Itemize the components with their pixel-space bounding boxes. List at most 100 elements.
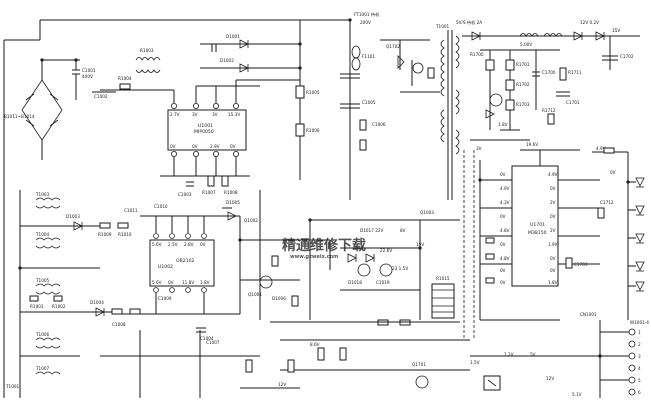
c1703-label: C1703	[574, 262, 588, 267]
led-indicators: 0V	[610, 152, 645, 320]
n1037: 8.6V	[310, 342, 320, 347]
resistor-r1712	[547, 113, 555, 125]
u1001-pin4-v: 15.3V	[228, 112, 240, 117]
transistor-q1701	[415, 375, 429, 389]
watermark-title: 精通维修下载	[282, 237, 366, 254]
bridge-label: B1011~B1014	[4, 114, 35, 119]
n1033: 22.6V	[380, 248, 392, 253]
transistor-q1701-reg	[489, 93, 503, 107]
left-transformer-stack: T1003 T1004 T1005 T1006 T1007 R1001 R100…	[5, 190, 120, 398]
r1007-label: R1007	[202, 190, 216, 195]
resistor-r1019	[339, 347, 347, 361]
d1004-label: D1004	[90, 300, 104, 305]
r1005-label: R1005	[306, 90, 320, 95]
r1006-label: R1006	[306, 128, 320, 133]
right-v2: 0V	[610, 170, 616, 175]
t1005-label: T1005	[35, 278, 50, 283]
n1036: 23 1.5V	[392, 266, 408, 271]
bottom-v1: 1.5V	[470, 360, 480, 365]
mcu-l5: 4.8V	[500, 228, 510, 233]
mcu-r8: 0V	[550, 268, 556, 273]
mcu-l4: 0V	[500, 214, 506, 219]
mcu-r7: 0V	[550, 256, 556, 261]
mcu-r6: 1.9V	[548, 242, 558, 247]
resistor-r1004	[119, 83, 131, 90]
c1009-label: C1009	[158, 296, 172, 301]
mcu-r5: 2V	[550, 228, 556, 233]
t1001-label: T1001	[5, 384, 20, 389]
mcu-r9: 1.8V	[548, 280, 558, 285]
resistor-r1711	[559, 67, 567, 81]
optocoupler	[431, 283, 455, 319]
transistor-q1002	[357, 263, 371, 277]
u1002-pin1-v: 5.6V	[152, 242, 162, 247]
watermark: 精通维修下载 www.gzweix.com	[282, 237, 366, 260]
resistor-r1704	[485, 237, 495, 244]
resistor-r1702	[505, 79, 515, 91]
q1001-label: Q1001	[248, 292, 262, 297]
u1002-pin3-v: 2.8V	[184, 242, 194, 247]
mcu-r4: 0V	[550, 214, 556, 219]
connector-label: W1001-4	[630, 320, 649, 325]
r1010-label: R1010	[118, 232, 132, 237]
resistor-r1008	[221, 175, 229, 187]
r1712-label: R1712	[542, 108, 556, 113]
c1712-label: C1712	[600, 200, 614, 205]
mcu-l7: 4.8V	[500, 256, 510, 261]
u1001-ref: U1001	[198, 123, 213, 129]
resistor-r1022	[427, 67, 435, 79]
transistor-q1702	[412, 62, 424, 74]
resistor-r1010	[117, 222, 129, 229]
resistor-r1021	[359, 139, 367, 151]
u1001-pin5-v: 0V	[170, 144, 176, 149]
c1004-label: C1004	[200, 336, 214, 341]
resistor-r1705	[485, 253, 495, 260]
standby-title: FT1001 待机	[354, 11, 380, 18]
n1034: 8V	[400, 228, 406, 233]
n1040: 3V	[476, 146, 482, 151]
c1003-label: C1003	[178, 192, 192, 197]
u1001-pin7-v: 2.9V	[210, 144, 220, 149]
cap-c1001-label: C1001	[82, 68, 96, 73]
r1002-label: R1002	[52, 304, 66, 309]
resistor-r1005	[295, 85, 305, 99]
mcu-l1: 0V	[500, 172, 506, 177]
u1002-pin7-v: 11.8V	[182, 280, 194, 285]
c1010-label: C1010	[154, 204, 168, 209]
resistor-r1014	[291, 295, 299, 307]
resistor-r1007	[207, 175, 215, 187]
r1009-label: R1009	[98, 232, 112, 237]
d1002-label: D1002	[220, 58, 234, 63]
c1019-label: C1019	[376, 280, 390, 285]
r1701-label: R1701	[516, 62, 530, 67]
c1011-label: C1011	[124, 208, 138, 213]
u1001-pin1-v: 2.7V	[170, 112, 180, 117]
mcu-l9: 0V	[500, 280, 506, 285]
resistor-r1013	[271, 255, 279, 267]
u1002-pin4-v: 0V	[200, 242, 206, 247]
resistor-r1713	[565, 257, 573, 269]
mcu-r1: 4.9V	[548, 172, 558, 177]
u1002-pin8-v: 1.8V	[200, 280, 210, 285]
resistor-r1023	[245, 359, 253, 373]
mains-input-section: B1011~B1014 C1001 400V C1002	[3, 19, 350, 398]
u1701-part: M38150	[528, 230, 547, 236]
watermark-url: www.gzweix.com	[290, 254, 338, 260]
r1703-label: R1703	[516, 102, 530, 107]
q1002-ref: Q1002	[244, 218, 258, 223]
bottom-v2: 5V	[530, 352, 536, 357]
resistor-r1001	[29, 295, 39, 302]
conn-pin-3: 3	[638, 354, 641, 359]
resistor-r1703	[505, 99, 515, 111]
n1043: 5.1V	[572, 392, 582, 397]
u1002-pin5-v: 5.6V	[152, 280, 162, 285]
r1700-label: R1700	[470, 52, 484, 57]
u1002-pin2-v: 2.5V	[168, 242, 178, 247]
t1004-label: T1004	[35, 232, 50, 237]
t1006-label: T1006	[35, 332, 50, 337]
fuse-f1101	[351, 45, 361, 59]
main-transformer: FT1001 待机 200V F1101 C1005 C1006 Q1702 T…	[340, 11, 475, 340]
u1001-pin3-v: 3V	[212, 112, 218, 117]
mcu-l6: 0V	[500, 242, 506, 247]
